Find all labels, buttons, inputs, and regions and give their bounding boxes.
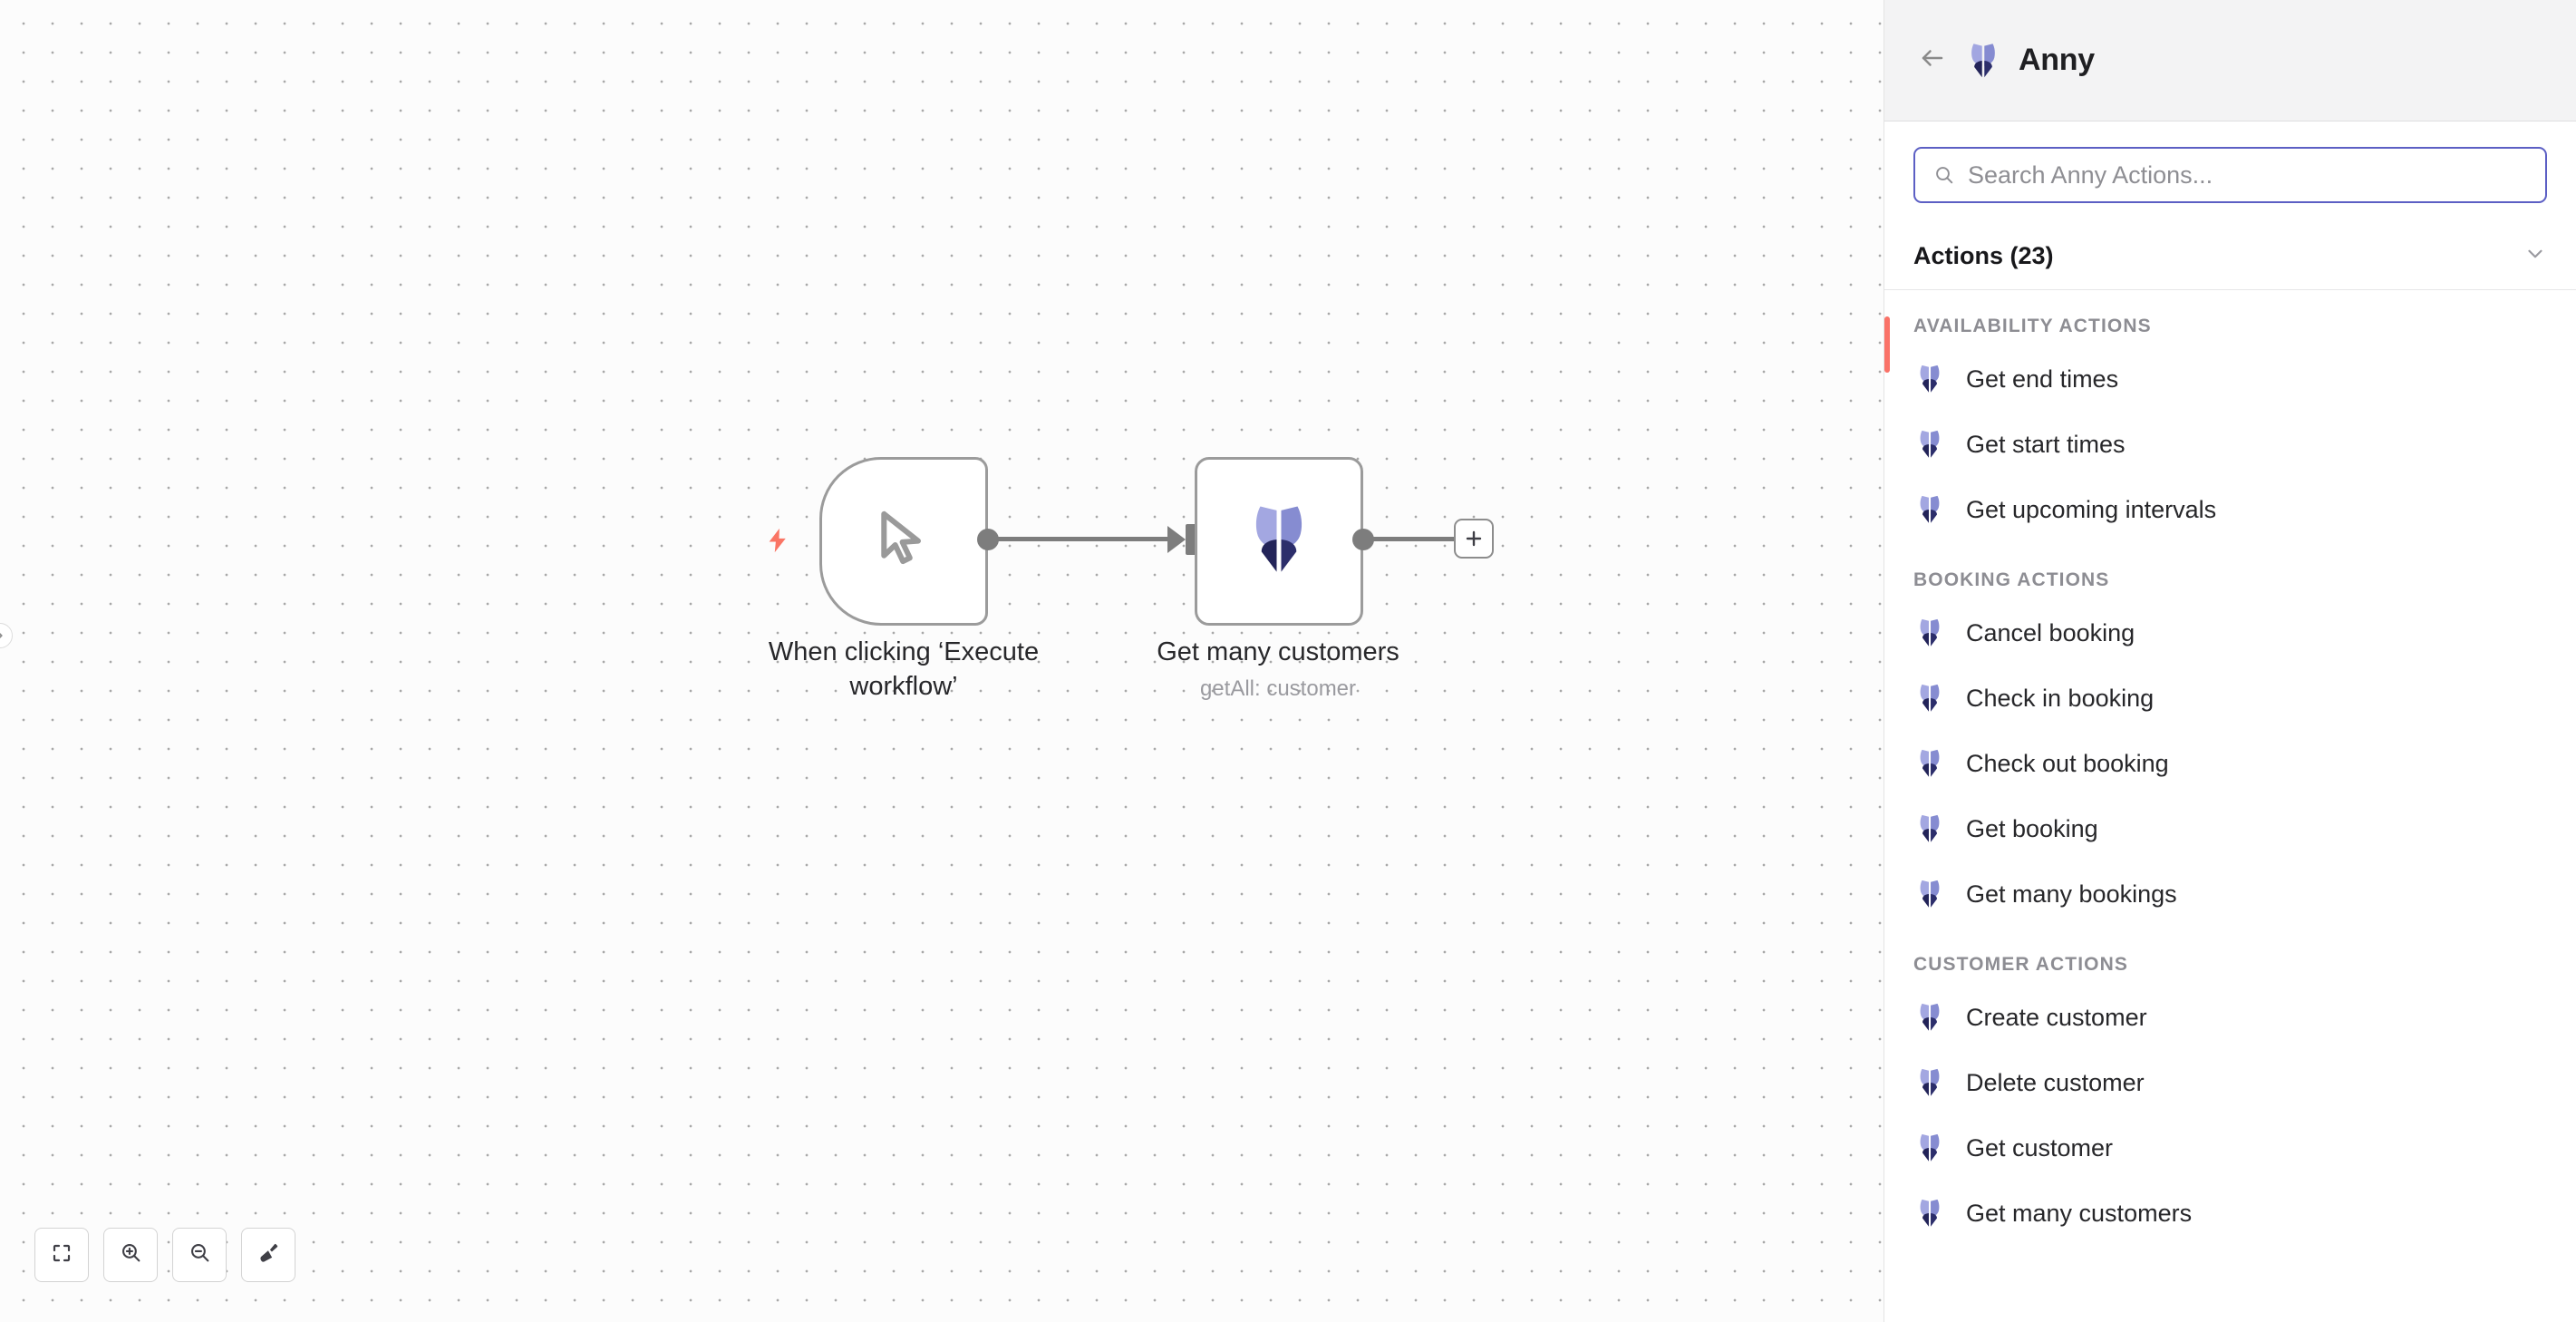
anny-butterfly-icon bbox=[1913, 428, 1946, 461]
action-group-label: CUSTOMER ACTIONS bbox=[1913, 954, 2128, 975]
zoom-out-icon bbox=[189, 1241, 211, 1269]
action-list-item[interactable]: Create customer bbox=[1884, 985, 2576, 1050]
search-box[interactable] bbox=[1913, 147, 2547, 203]
anny-butterfly-icon bbox=[1913, 747, 1946, 780]
action-node-caption: Get many customers getAll: customer bbox=[1097, 635, 1459, 704]
action-item-label: Get customer bbox=[1966, 1133, 2114, 1162]
trigger-node-caption: When clicking ‘Execute workflow’ bbox=[716, 635, 1091, 705]
action-group-label: BOOKING ACTIONS bbox=[1913, 569, 2110, 590]
broom-icon bbox=[257, 1241, 280, 1269]
action-list-item[interactable]: Get many customers bbox=[1884, 1181, 2576, 1246]
actions-section-header[interactable]: Actions (23) bbox=[1884, 223, 2576, 290]
chevron-right-icon bbox=[0, 629, 6, 642]
search-input[interactable] bbox=[1968, 160, 2527, 190]
action-item-label: Delete customer bbox=[1966, 1068, 2145, 1096]
search-section bbox=[1884, 122, 2576, 223]
workflow-canvas[interactable]: When clicking ‘Execute workflow’ Get man… bbox=[0, 0, 1884, 1322]
mouse-pointer-icon bbox=[872, 505, 941, 578]
action-group-label: AVAILABILITY ACTIONS bbox=[1913, 316, 2152, 336]
add-node-button[interactable] bbox=[1454, 519, 1494, 559]
anny-butterfly-icon bbox=[1913, 617, 1946, 649]
action-item-label: Check in booking bbox=[1966, 684, 2155, 712]
action-item-label: Get booking bbox=[1966, 814, 2098, 842]
chevron-down-icon[interactable] bbox=[2523, 242, 2547, 270]
anny-butterfly-icon bbox=[1913, 878, 1946, 910]
connection-line[interactable] bbox=[993, 537, 1173, 541]
action-list-item[interactable]: Check in booking bbox=[1884, 666, 2576, 731]
page-title: Anny bbox=[2019, 43, 2095, 77]
action-list-item[interactable]: Get upcoming intervals bbox=[1884, 477, 2576, 542]
anny-butterfly-icon bbox=[1913, 1132, 1946, 1164]
trigger-node-label: When clicking ‘Execute workflow’ bbox=[768, 637, 1040, 702]
lightning-bolt-icon bbox=[760, 520, 796, 560]
actions-list-area: AVAILABILITY ACTIONS Get end times Get s… bbox=[1884, 290, 2576, 1322]
anny-butterfly-icon bbox=[1913, 812, 1946, 845]
action-list-item[interactable]: Cancel booking bbox=[1884, 600, 2576, 666]
connection-arrow-icon bbox=[1167, 526, 1186, 553]
action-item-label: Get many bookings bbox=[1966, 880, 2177, 908]
action-node-label: Get many customers bbox=[1157, 637, 1399, 666]
action-item-label: Cancel booking bbox=[1966, 618, 2135, 646]
back-button[interactable] bbox=[1913, 42, 1951, 80]
action-list-item[interactable]: Get booking bbox=[1884, 796, 2576, 861]
canvas-toolbar bbox=[34, 1228, 295, 1282]
scrollbar-thumb[interactable] bbox=[1884, 316, 1890, 373]
search-icon bbox=[1933, 164, 1955, 186]
anny-butterfly-icon bbox=[1913, 1066, 1946, 1099]
anny-butterfly-icon bbox=[1913, 1001, 1946, 1034]
anny-butterfly-icon bbox=[1913, 682, 1946, 714]
action-node-sublabel: getAll: customer bbox=[1199, 676, 1357, 702]
connection-line-to-add[interactable] bbox=[1369, 537, 1456, 541]
action-item-label: Get many customers bbox=[1966, 1199, 2193, 1227]
action-list-item[interactable]: Get customer bbox=[1884, 1115, 2576, 1181]
action-item-label: Check out booking bbox=[1966, 749, 2169, 777]
action-list-item[interactable]: Get end times bbox=[1884, 346, 2576, 412]
flow-graph: When clicking ‘Execute workflow’ Get man… bbox=[716, 457, 1494, 705]
anny-butterfly-icon bbox=[1913, 363, 1946, 395]
action-item-label: Get start times bbox=[1966, 430, 2126, 458]
arrow-left-icon bbox=[1919, 44, 1946, 76]
action-list-item[interactable]: Check out booking bbox=[1884, 731, 2576, 796]
anny-butterfly-icon bbox=[1913, 493, 1946, 526]
action-item-label: Create customer bbox=[1966, 1003, 2147, 1031]
trigger-node-when-clicking-execute-workflow[interactable] bbox=[819, 457, 988, 626]
action-node-get-many-customers[interactable] bbox=[1195, 457, 1363, 626]
zoom-in-icon bbox=[120, 1241, 142, 1269]
actions-count-label: Actions (23) bbox=[1913, 242, 2054, 269]
action-item-label: Get upcoming intervals bbox=[1966, 495, 2217, 523]
anny-butterfly-icon bbox=[1246, 502, 1312, 581]
anny-butterfly-icon bbox=[1964, 42, 2002, 80]
zoom-to-fit-button[interactable] bbox=[34, 1228, 89, 1282]
zoom-in-button[interactable] bbox=[103, 1228, 158, 1282]
actions-list: AVAILABILITY ACTIONS Get end times Get s… bbox=[1884, 290, 2576, 1322]
tidy-up-button[interactable] bbox=[241, 1228, 295, 1282]
node-details-panel: Anny Actions (23) AVAILABILITY ACTIONS G… bbox=[1884, 0, 2576, 1322]
action-list-item[interactable]: Get start times bbox=[1884, 412, 2576, 477]
zoom-out-button[interactable] bbox=[172, 1228, 227, 1282]
panel-header: Anny bbox=[1884, 0, 2576, 122]
action-list-item[interactable]: Delete customer bbox=[1884, 1050, 2576, 1115]
anny-butterfly-icon bbox=[1913, 1197, 1946, 1230]
fit-view-icon bbox=[51, 1242, 73, 1269]
action-list-item[interactable]: Get many bookings bbox=[1884, 861, 2576, 927]
action-item-label: Get end times bbox=[1966, 365, 2119, 393]
